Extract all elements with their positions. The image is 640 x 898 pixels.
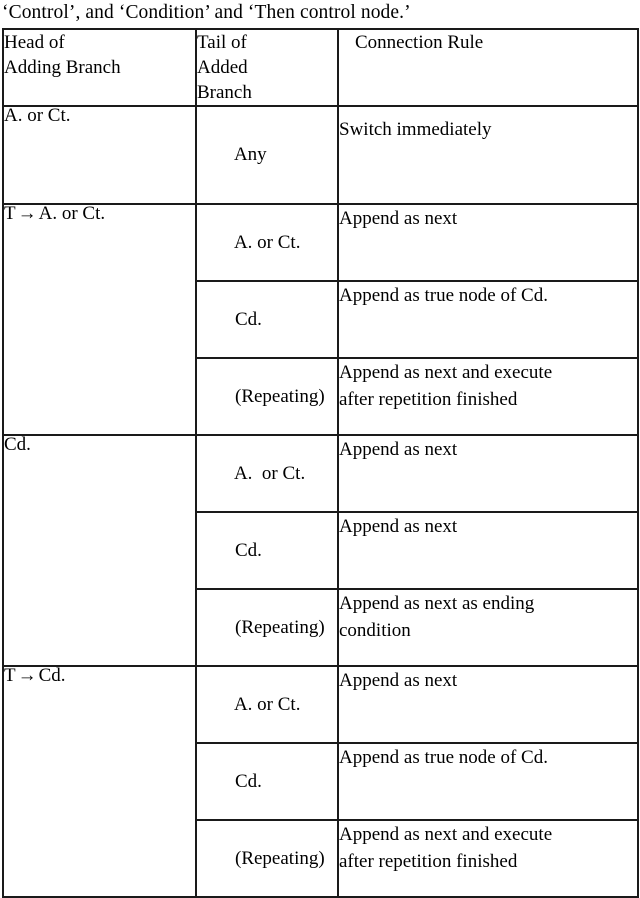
- tail-cell: A. or Ct.: [195, 665, 339, 744]
- tail-label: Cd.: [235, 771, 262, 792]
- tail-label: A. or Ct.: [233, 232, 301, 253]
- group-head-label: A. or Ct.: [4, 105, 71, 126]
- rule-line-1: Append as next and execute: [339, 824, 553, 845]
- tail-cell: Cd.: [195, 742, 339, 821]
- rule-line-1: Append as next: [339, 439, 458, 460]
- rule-cell: Append as next and execute after repetit…: [337, 357, 639, 436]
- tail-label: (Repeating): [235, 386, 325, 407]
- tail-cell: (Repeating): [195, 819, 339, 898]
- header-line-3: Branch: [197, 82, 252, 103]
- tail-cell: (Repeating): [195, 357, 339, 436]
- group-head-t-arrow-cd: T→Cd.: [2, 665, 197, 898]
- rule-cell: Append as true node of Cd.: [337, 280, 639, 359]
- tail-label: A. or Ct.: [233, 463, 306, 484]
- rule-cell: Append as next as ending condition: [337, 588, 639, 667]
- tail-cell: (Repeating): [195, 588, 339, 667]
- rule-line-1: Append as next: [339, 208, 458, 229]
- tail-cell: Cd.: [195, 511, 339, 590]
- rule-cell: Switch immediately: [337, 105, 639, 205]
- group-head-prefix: T: [4, 203, 16, 224]
- group-head-label: Cd.: [38, 665, 66, 686]
- rule-line-1: Append as next: [339, 670, 458, 691]
- column-header-tail-of-added-branch: Tail of Added Branch: [195, 28, 339, 107]
- rule-line-1: Append as true node of Cd.: [339, 285, 548, 306]
- column-header-head-of-adding-branch: Head of Adding Branch: [2, 28, 197, 107]
- tail-label: (Repeating): [235, 848, 325, 869]
- rule-cell: Append as next: [337, 203, 639, 282]
- rule-cell: Append as next: [337, 511, 639, 590]
- tail-cell: A. or Ct.: [195, 434, 339, 513]
- group-head-prefix: T: [4, 665, 16, 686]
- table-row: Cd. Append as true node of Cd.: [3, 280, 639, 359]
- group-head-t-arrow-a-or-ct: T→A. or Ct.: [2, 203, 197, 436]
- connection-rule-table: Head of Adding Branch Tail of Added Bran…: [2, 28, 639, 898]
- header-line-2: Added: [197, 57, 248, 78]
- right-arrow-icon: →: [17, 203, 37, 224]
- tail-label: A. or Ct.: [233, 694, 301, 715]
- table-row: Cd. A. or Ct. Append as next: [2, 434, 639, 667]
- table-row: T→Cd. A. or Ct. Append as next: [2, 665, 639, 898]
- tail-label: Cd.: [235, 540, 262, 561]
- header-line-1: Tail of: [197, 32, 247, 53]
- rule-cell: Append as next: [337, 434, 639, 513]
- column-header-connection-rule: Connection Rule: [337, 28, 639, 107]
- rule-line-1: Append as next as ending: [339, 593, 535, 614]
- table-row: T→A. or Ct. A. or Ct. Append as next: [2, 203, 639, 436]
- right-arrow-icon: →: [17, 665, 37, 686]
- table-row: (Repeating) Append as next and execute a…: [3, 357, 639, 436]
- group-head-a-or-ct: A. or Ct.: [2, 105, 197, 205]
- tail-cell: A. or Ct.: [195, 203, 339, 282]
- caption-text: ‘Control’, and ‘Condition’ and ‘Then con…: [2, 2, 411, 23]
- rule-line-1: Append as next: [339, 516, 458, 537]
- rule-line-2: condition: [339, 620, 411, 641]
- tail-cell: Any: [195, 105, 339, 205]
- tail-label: Any: [233, 144, 267, 165]
- rule-cell: Append as next: [337, 665, 639, 744]
- rule-line-1: Switch immediately: [339, 119, 492, 140]
- group-head-label: Cd.: [4, 434, 31, 455]
- table-row: Cd. Append as next: [3, 511, 639, 590]
- group-head-label: A. or Ct.: [38, 203, 106, 224]
- rule-line-2: after repetition finished: [339, 389, 518, 410]
- rule-cell: Append as true node of Cd.: [337, 742, 639, 821]
- rule-line-2: after repetition finished: [339, 851, 518, 872]
- header-line-1: Connection Rule: [355, 32, 484, 53]
- header-line-2: Adding Branch: [4, 57, 121, 78]
- group-head-cd: Cd.: [2, 434, 197, 667]
- tail-cell: Cd.: [195, 280, 339, 359]
- table-header-row: Head of Adding Branch Tail of Added Bran…: [2, 28, 639, 107]
- tail-label: (Repeating): [235, 617, 325, 638]
- tail-label: Cd.: [235, 309, 262, 330]
- header-line-1: Head of: [4, 32, 65, 53]
- rule-cell: Append as next and execute after repetit…: [337, 819, 639, 898]
- table-row: A. or Ct. Any Switch immediately: [2, 105, 639, 205]
- rule-line-1: Append as true node of Cd.: [339, 747, 548, 768]
- rule-line-1: Append as next and execute: [339, 362, 553, 383]
